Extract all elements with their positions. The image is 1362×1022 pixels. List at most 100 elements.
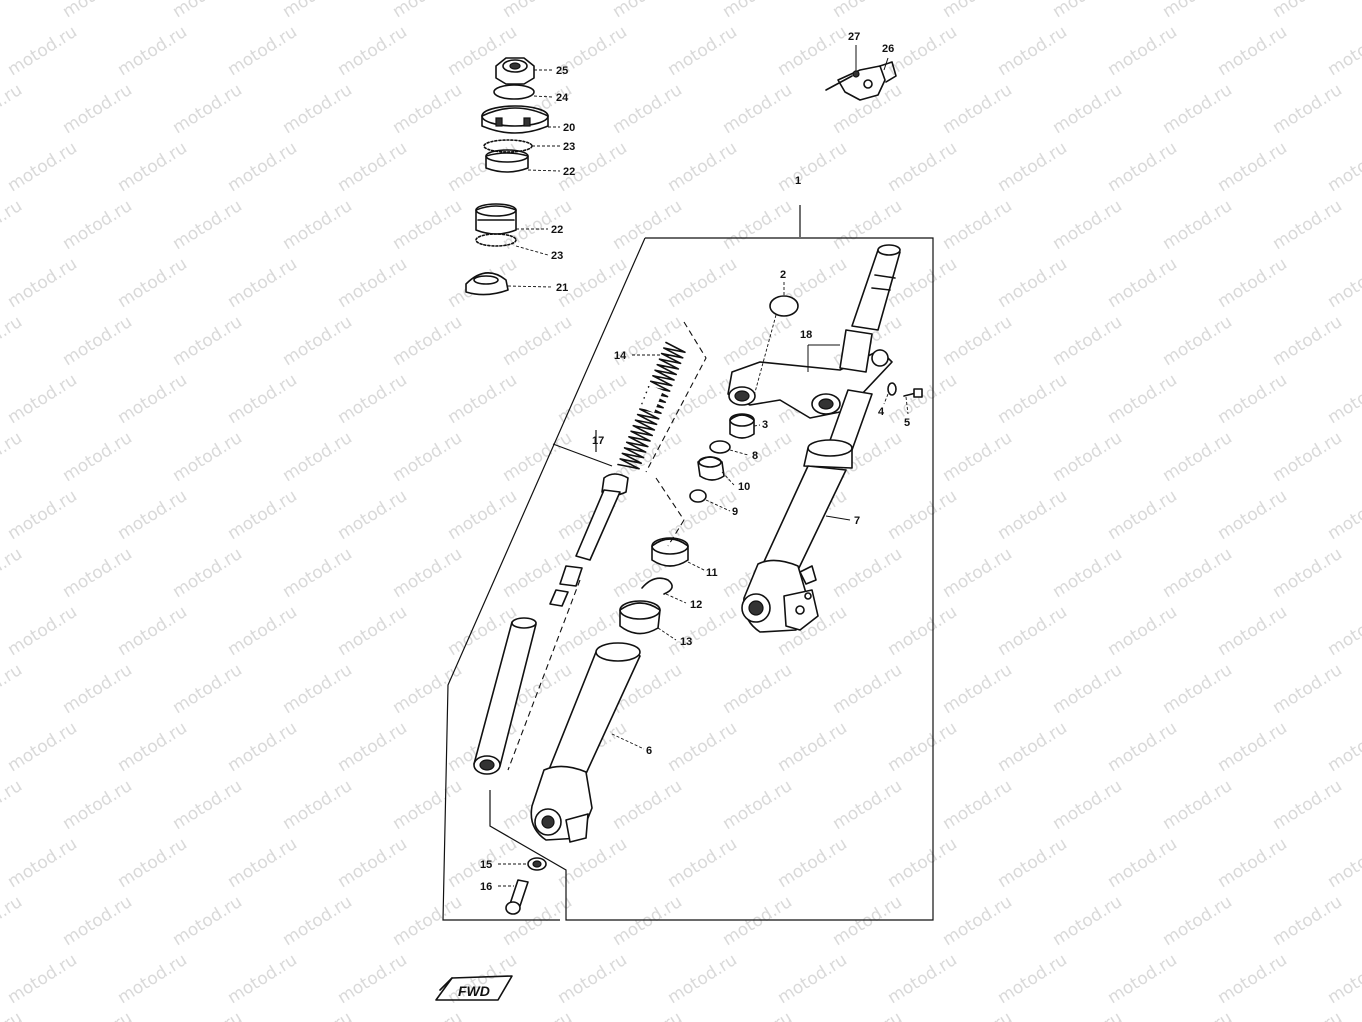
watermark-text: motod.ru: [334, 602, 411, 660]
watermark-text: motod.ru: [334, 950, 411, 1008]
watermark-text: motod.ru: [774, 22, 851, 80]
watermark-text: motod.ru: [59, 196, 136, 254]
watermark-text: motod.ru: [664, 602, 741, 660]
callout-8: 8: [752, 450, 758, 462]
callout-6: 6: [646, 745, 652, 757]
watermark-text: motod.ru: [224, 718, 301, 776]
callout-2: 2: [780, 269, 786, 281]
watermark-text: motod.ru: [609, 892, 686, 950]
watermark-text: motod.ru: [0, 660, 26, 718]
callout-17: 17: [592, 435, 604, 447]
clip-12: [641, 577, 673, 595]
watermark-text: motod.ru: [279, 196, 356, 254]
watermark-text: motod.ru: [114, 834, 191, 892]
watermark-text: motod.ru: [224, 486, 301, 544]
watermark-text: motod.ru: [114, 602, 191, 660]
watermark-text: motod.ru: [334, 22, 411, 80]
watermark-text: motod.ru: [279, 544, 356, 602]
watermark-text: motod.ru: [1324, 22, 1362, 80]
spring-break: [641, 385, 663, 413]
watermark-text: motod.ru: [939, 196, 1016, 254]
watermark-text: motod.ru: [169, 312, 246, 370]
watermark-text: motod.ru: [224, 834, 301, 892]
oil-seal-11: [651, 537, 689, 567]
watermark-text: motod.ru: [1104, 138, 1181, 196]
watermark-text: motod.ru: [1269, 0, 1346, 22]
watermark-text: motod.ru: [829, 0, 906, 22]
watermark-text: motod.ru: [939, 0, 1016, 22]
watermark-text: motod.ru: [939, 660, 1016, 718]
watermark-text: motod.ru: [169, 80, 246, 138]
ring-9: [689, 489, 707, 503]
watermark-text: motod.ru: [994, 370, 1071, 428]
watermark-text: motod.ru: [224, 22, 301, 80]
forward-arrow-icon: FWD: [435, 975, 513, 1001]
spring-14: [617, 341, 686, 470]
watermark-text: motod.ru: [334, 254, 411, 312]
watermark-text: motod.ru: [554, 950, 631, 1008]
callout-9: 9: [732, 506, 738, 518]
watermark-text: motod.ru: [4, 254, 81, 312]
washer-4: [887, 382, 897, 396]
watermark-text: motod.ru: [59, 1008, 136, 1022]
watermark-text: motod.ru: [59, 776, 136, 834]
watermark-text: motod.ru: [1214, 602, 1291, 660]
watermark-text: motod.ru: [1214, 254, 1291, 312]
watermark-text: motod.ru: [4, 22, 81, 80]
callout-26: 26: [882, 43, 894, 55]
watermark-text: motod.ru: [499, 1008, 576, 1022]
callout-22b: 22: [551, 224, 563, 236]
watermark-text: motod.ru: [829, 544, 906, 602]
bushing-3: [729, 413, 755, 439]
watermark-text: motod.ru: [939, 544, 1016, 602]
watermark-text: motod.ru: [169, 776, 246, 834]
watermark-text: motod.ru: [0, 80, 26, 138]
watermark-text: motod.ru: [719, 312, 796, 370]
watermark-text: motod.ru: [1104, 486, 1181, 544]
ball-race-22-lower: [475, 203, 517, 235]
washer-24: [493, 84, 535, 100]
watermark-text: motod.ru: [609, 80, 686, 138]
watermark-text: motod.ru: [1049, 776, 1126, 834]
watermark-text: motod.ru: [609, 0, 686, 22]
watermark-text: motod.ru: [1159, 312, 1236, 370]
bolt-16: [505, 879, 529, 915]
watermark-text: motod.ru: [664, 950, 741, 1008]
watermark-text: motod.ru: [0, 196, 26, 254]
watermark-text: motod.ru: [1269, 1008, 1346, 1022]
leader-18: [807, 344, 840, 372]
inner-tube-left: [473, 617, 537, 775]
callout-13: 13: [680, 636, 692, 648]
callout-11: 11: [706, 567, 718, 579]
watermark-text: motod.ru: [1269, 312, 1346, 370]
watermark-text: motod.ru: [994, 834, 1071, 892]
watermark-text: motod.ru: [1104, 370, 1181, 428]
ball-race-20: [481, 105, 549, 134]
watermark-text: motod.ru: [1159, 660, 1236, 718]
watermark-text: motod.ru: [829, 892, 906, 950]
watermark-text: motod.ru: [884, 718, 961, 776]
watermark-text: motod.ru: [334, 138, 411, 196]
watermark-text: motod.ru: [774, 950, 851, 1008]
watermark-text: motod.ru: [334, 834, 411, 892]
callout-25: 25: [556, 65, 568, 77]
watermark-text: motod.ru: [939, 80, 1016, 138]
watermark-text: motod.ru: [1324, 486, 1362, 544]
watermark-text: motod.ru: [719, 1008, 796, 1022]
watermark-text: motod.ru: [389, 80, 466, 138]
watermark-text: motod.ru: [664, 138, 741, 196]
damper-rod-17: [549, 473, 629, 607]
watermark-text: motod.ru: [1269, 428, 1346, 486]
watermark-text: motod.ru: [1104, 718, 1181, 776]
callout-23b: 23: [551, 250, 563, 262]
callout-21: 21: [556, 282, 568, 294]
callout-7: 7: [854, 515, 860, 527]
watermark-text: motod.ru: [884, 370, 961, 428]
callout-23a: 23: [563, 141, 575, 153]
watermark-text: motod.ru: [0, 312, 26, 370]
watermark-text: motod.ru: [224, 602, 301, 660]
watermark-text: motod.ru: [224, 254, 301, 312]
watermark-text: motod.ru: [664, 254, 741, 312]
watermark-text: motod.ru: [169, 0, 246, 22]
watermark-text: motod.ru: [114, 22, 191, 80]
